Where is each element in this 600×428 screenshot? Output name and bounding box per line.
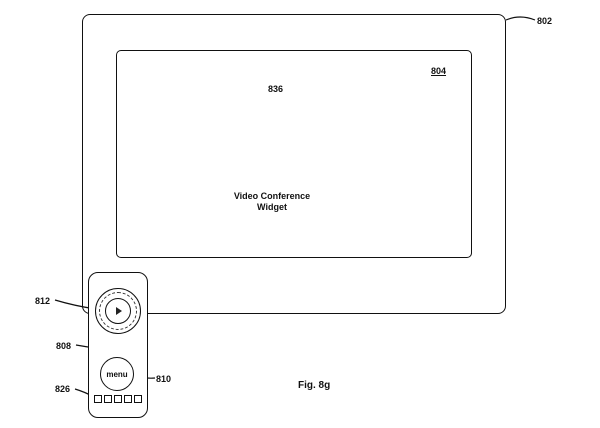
click-wheel[interactable]: [95, 288, 141, 334]
display-screen: [116, 50, 472, 258]
widget-caption: Video Conference Widget: [222, 191, 322, 213]
remote-control: [88, 272, 148, 418]
click-wheel-ring: [99, 292, 137, 330]
indicator-dot: [94, 395, 102, 403]
ref-label-menu-button: 810: [156, 374, 172, 384]
indicator-dot: [134, 395, 142, 403]
display-frame: [82, 14, 506, 314]
indicator-dot: [114, 395, 122, 403]
indicator-dot: [124, 395, 132, 403]
ref-label-display: 802: [537, 16, 553, 26]
leader-808: [75, 344, 89, 348]
menu-button[interactable]: menu: [100, 357, 134, 391]
ref-label-indicator-dots: 826: [55, 384, 71, 394]
ref-label-widget: 836: [268, 84, 284, 94]
indicator-dot: [104, 395, 112, 403]
indicator-dots: [94, 395, 142, 403]
widget-caption-line1: Video Conference: [233, 191, 311, 201]
play-button[interactable]: [105, 298, 131, 324]
ref-label-screen: 804: [431, 66, 447, 76]
play-icon: [116, 307, 122, 315]
ref-label-remote: 808: [56, 341, 72, 351]
ref-label-click-wheel: 812: [35, 296, 51, 306]
widget-caption-line2: Widget: [257, 202, 287, 212]
leader-802: [505, 16, 536, 21]
figure-label: Fig. 8g: [298, 380, 331, 391]
